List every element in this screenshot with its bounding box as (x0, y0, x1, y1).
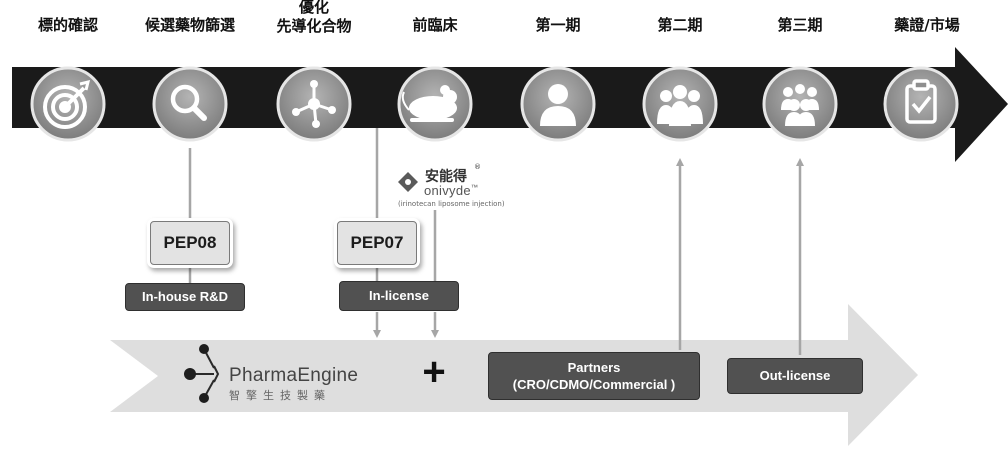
clipboard-check-icon (905, 79, 937, 124)
onivyde-registered-mark: ® (474, 163, 481, 171)
pharmaengine-logo-mark (184, 344, 220, 403)
person-icon (540, 84, 576, 126)
partners-detail: (CRO/CDMO/Commercial ) (512, 377, 676, 392)
stage-label-lead-optimization-line2: 先導化合物 (276, 17, 352, 35)
pipeline-arrow (12, 47, 1008, 162)
stage-label-approval-market: 藥證/市場 (894, 16, 960, 34)
onivyde-logo-mark (398, 172, 418, 192)
onivyde-trademark: ™ (470, 184, 479, 192)
stage-label-lead-optimization-line1: 優化 (298, 0, 329, 16)
onivyde-name-text: onivyde (424, 183, 471, 198)
stage-label-target-validation: 標的確認 (37, 16, 98, 34)
partners-title: Partners (567, 360, 621, 375)
stage-label-phase-3: 第三期 (777, 16, 823, 34)
onivyde-generic-name: (irinotecan liposome injection) (398, 200, 505, 208)
magnifier-icon (170, 84, 207, 121)
partners-box: Partners (CRO/CDMO/Commercial ) (488, 352, 700, 400)
pharmaengine-chinese-name: 智擎生技製藥 (229, 389, 331, 402)
stage-label-phase-1: 第一期 (535, 16, 581, 34)
crowd-icon (781, 84, 819, 126)
onivyde-english-name: onivyde™ (424, 183, 478, 198)
stage-label-phase-2: 第二期 (657, 16, 703, 34)
target-icon (43, 79, 91, 129)
group-icon (657, 85, 703, 126)
pharmaengine-name: PharmaEngine (229, 365, 359, 386)
stage-label-preclinical: 前臨床 (412, 16, 458, 34)
stage-label-lead-optimization: 優化 先導化合物 (249, 0, 379, 36)
in-house-rd-label: In-house R&D (125, 283, 245, 311)
mouse-icon (401, 85, 457, 122)
stage-label-candidate-screening: 候選藥物篩選 (144, 16, 235, 34)
pep07-tag: PEP07 (337, 221, 417, 265)
onivyde-chinese-name: 安能得 (425, 169, 467, 185)
molecule-icon (292, 80, 336, 128)
out-license-box: Out-license (727, 358, 863, 394)
in-license-label: In-license (339, 281, 459, 311)
pep08-tag: PEP08 (150, 221, 230, 265)
connector-lines (188, 128, 804, 355)
plus-sign: + (422, 350, 446, 394)
